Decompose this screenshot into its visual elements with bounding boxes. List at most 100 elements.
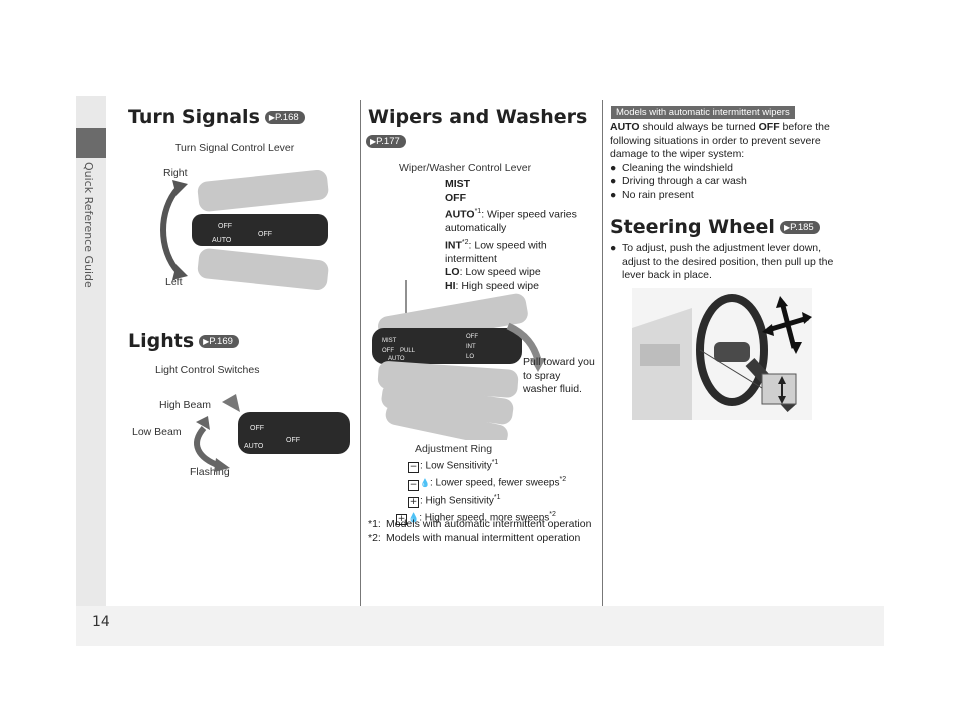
plus-icon: + <box>408 496 419 508</box>
wiper-off-mark: OFF <box>382 348 394 354</box>
wiper-mode-mist: MIST <box>445 178 471 190</box>
lights-heading: Lights▶P.169 <box>128 330 239 352</box>
column-divider <box>360 100 361 606</box>
page-ref-text: P.177 <box>376 136 400 147</box>
light-lever-off-mark: OFF <box>250 425 264 432</box>
bullet-icon: ● <box>610 161 617 174</box>
turn-signal-lever-illustration: OFF AUTO OFF <box>160 170 329 290</box>
wiper-mist-mark: MIST <box>382 338 397 344</box>
page-ref-arrow-icon: ▶ <box>268 113 276 122</box>
callout-line <box>699 349 763 389</box>
page-ref-link[interactable]: ▶P.169 <box>199 335 239 348</box>
arrow-up-icon <box>196 416 210 430</box>
arrow-up-icon <box>778 376 786 384</box>
minus-icon: − <box>408 479 419 491</box>
page-ref-arrow-icon: ▶ <box>203 337 210 346</box>
wiper-mode-off: OFF <box>445 191 466 204</box>
page-ref-text: P.185 <box>790 222 814 233</box>
ring-item: +💧: Higher speed, more sweeps*2 <box>396 510 556 526</box>
wiper-mode-lo: LO: Low speed wipe <box>445 266 541 278</box>
sidebar-label: Quick Reference Guide <box>82 162 95 288</box>
sidebar-tab <box>76 128 106 158</box>
turn-signal-lever-label: Turn Signal Control Lever <box>175 142 295 154</box>
wiper-off-mark-2: OFF <box>466 334 478 340</box>
steering-hub <box>714 342 750 362</box>
page-ref-arrow-icon: ▶ <box>783 223 791 232</box>
ring-item-list: −: Low Sensitivity*1 −💧: Lower speed, fe… <box>396 456 567 526</box>
page-ref-text: P.169 <box>209 336 233 347</box>
plus-icon: + <box>396 514 407 526</box>
auto-notice-intro: AUTO should always be turned OFF before … <box>610 121 830 160</box>
vent-shape <box>640 344 680 366</box>
auto-notice-bullet: ●No rain present <box>610 188 694 201</box>
lever-off-mark-2: OFF <box>258 231 272 238</box>
steering-instruction: ●To adjust, push the adjustment lever do… <box>610 242 834 281</box>
arrow-down-icon <box>214 458 230 472</box>
wiper-auto-mark: AUTO <box>388 356 405 362</box>
ring-item: −: Low Sensitivity*1 <box>408 459 499 474</box>
ring-item: −💧: Lower speed, fewer sweeps*2 <box>408 476 567 491</box>
raindrop-small-icon: 💧 <box>420 478 430 488</box>
arrow-down-icon <box>778 396 786 404</box>
steering-title: Steering Wheel <box>610 216 775 238</box>
auto-notice-bullet: ●Cleaning the windshield <box>610 161 733 174</box>
light-lever-auto-mark: AUTO <box>244 443 264 450</box>
pull-arrow-icon <box>530 358 546 372</box>
wiper-lever-neutral <box>372 328 522 364</box>
light-lever <box>238 412 350 454</box>
wiper-lever-down-3 <box>385 402 508 440</box>
page-number: 14 <box>92 614 110 630</box>
bullet-icon: ● <box>610 175 617 187</box>
light-switch-illustration: OFF AUTO OFF <box>194 394 350 472</box>
lever-off-mark: OFF <box>218 223 232 230</box>
footnote: *2:Models with manual intermittent opera… <box>368 531 581 544</box>
page-ref-link[interactable]: ▶P.177 <box>366 135 406 148</box>
bullet-icon: ● <box>610 242 617 254</box>
auto-notice-text: AUTO should always be turned OFF before … <box>610 121 835 202</box>
arrow-up-icon <box>172 180 188 196</box>
column-divider <box>602 100 603 606</box>
wiper-mode-auto: AUTO*1: Wiper speed varies automatically <box>445 208 577 234</box>
light-control-switches-label: Light Control Switches <box>155 364 260 376</box>
sidebar <box>76 96 106 646</box>
left-label: Left <box>165 276 183 288</box>
flashing-arc <box>194 426 222 469</box>
footnote: *1:Models with automatic intermittent op… <box>368 518 592 530</box>
raindrop-large-icon: 💧 <box>408 512 420 523</box>
page-ref-link[interactable]: ▶P.168 <box>264 111 305 124</box>
wiper-lever-label: Wiper/Washer Control Lever <box>399 162 532 174</box>
turn-signals-heading: Turn Signals ▶P.168 <box>128 106 305 128</box>
adjustment-ring-label: Adjustment Ring <box>415 443 493 455</box>
wiper-mode-int: INT*2: Low speed with intermittent <box>445 238 547 265</box>
lever-neutral-position <box>192 214 328 246</box>
lever-up-position <box>197 170 329 212</box>
footer-band <box>76 606 884 646</box>
high-beam-arrow-icon <box>222 394 240 412</box>
models-banner: Models with automatic intermittent wiper… <box>611 106 795 119</box>
wipers-title: Wipers and Washers <box>368 106 588 128</box>
page-ref-text: P.168 <box>275 112 299 123</box>
steering-wheel-illustration <box>632 288 812 420</box>
wiper-lever-down-2 <box>381 382 514 425</box>
light-lever-off-mark-2: OFF <box>286 437 300 444</box>
wiper-lever-illustration: MIST OFF PULL AUTO OFF INT LO <box>372 280 546 440</box>
minus-icon: − <box>408 462 419 474</box>
lever-callout-box <box>761 373 797 405</box>
steering-heading: Steering Wheel ▶P.185 <box>610 216 820 238</box>
ring-item: +: High Sensitivity*1 <box>408 493 501 508</box>
wipers-page-ref-container: ▶P.177 <box>366 132 406 151</box>
low-beam-label: Low Beam <box>132 426 182 438</box>
wiper-lo-mark: LO <box>466 354 474 360</box>
page-ref-link[interactable]: ▶P.185 <box>779 221 820 234</box>
lever-down-position <box>197 248 329 290</box>
adjust-cross-arrows <box>762 296 812 354</box>
right-label: Right <box>163 167 188 179</box>
wiper-mode-list: MIST OFF AUTO*1: Wiper speed varies auto… <box>445 178 595 293</box>
turn-signals-title: Turn Signals <box>128 106 260 128</box>
pull-arc <box>506 322 542 362</box>
high-beam-label: High Beam <box>159 399 211 411</box>
arrow-down-icon <box>172 264 188 280</box>
lever-auto-mark: AUTO <box>212 237 232 244</box>
wiper-mode-hi: HI: High speed wipe <box>445 279 539 292</box>
turn-signal-arc <box>160 185 181 275</box>
